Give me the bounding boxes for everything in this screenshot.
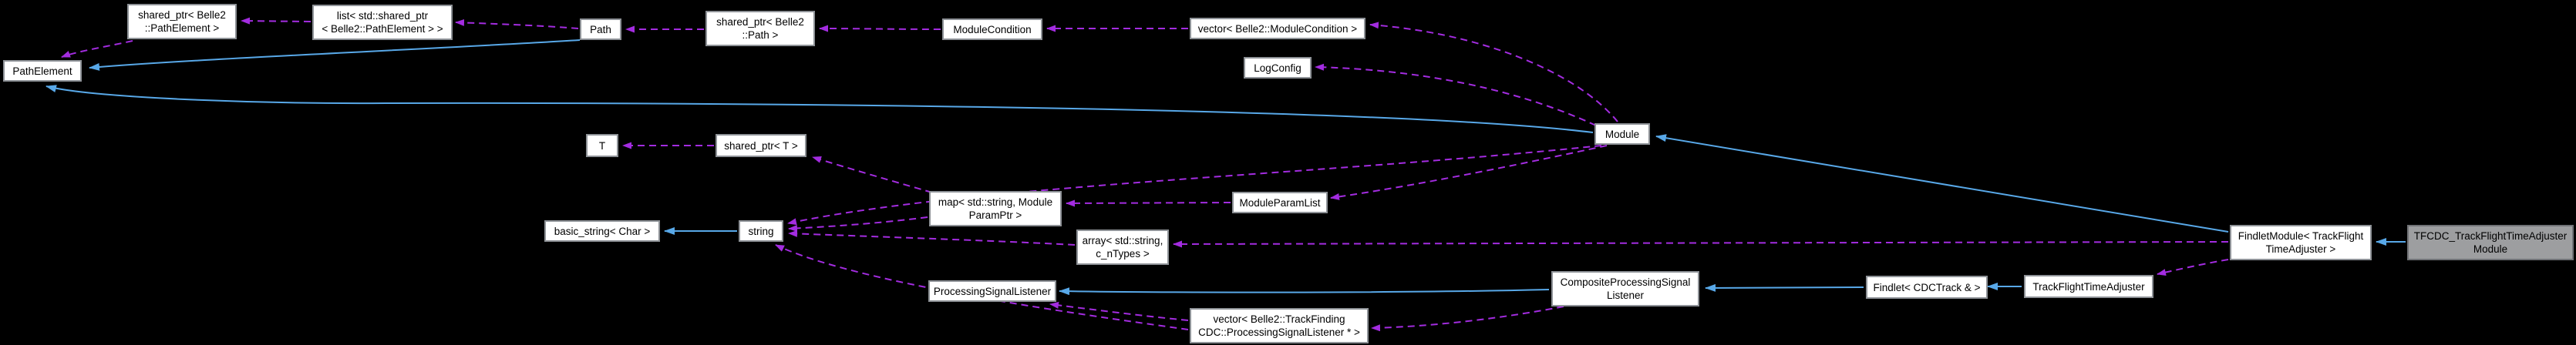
- edge-module-to-string: [787, 145, 1602, 226]
- node-trackflighttimeadjuster[interactable]: TrackFlightTimeAdjuster: [2024, 275, 2153, 298]
- node-processingsignallistener[interactable]: ProcessingSignalListener: [928, 280, 1056, 302]
- node-label: PathElement: [12, 65, 72, 77]
- node-label: vector< Belle2::ModuleCondition >: [1197, 22, 1358, 35]
- node-list-shared-ptr-pathelement[interactable]: list< std::shared_ptr < Belle2::PathElem…: [312, 5, 453, 40]
- node-label: Module: [1605, 128, 1640, 140]
- node-label: TimeAdjuster >: [2265, 243, 2336, 255]
- node-label: ProcessingSignalListener: [933, 285, 1052, 297]
- node-map-moduleparamptr[interactable]: map< std::string, Module ParamPtr >: [929, 191, 1062, 226]
- edge-vectorpsl-to-psl: [1049, 301, 1189, 321]
- edge-map-to-sptrt: [812, 156, 933, 193]
- node-array-cntypes[interactable]: array< std::string, c_nTypes >: [1076, 229, 1169, 265]
- node-label: string: [748, 225, 774, 237]
- node-label: T: [598, 139, 606, 152]
- edge-composite-to-psl: [1059, 287, 1550, 296]
- node-compositeprocessingsignallistener[interactable]: CompositeProcessingSignal Listener: [1551, 271, 1699, 306]
- node-label: basic_string< Char >: [554, 225, 651, 237]
- node-label: FindletModule< TrackFlight: [2238, 230, 2364, 242]
- node-label: ParamPtr >: [968, 209, 1022, 221]
- node-moduleparamlist[interactable]: ModuleParamList: [1232, 192, 1328, 213]
- node-shared-ptr-pathelement[interactable]: shared_ptr< Belle2 ::PathElement >: [127, 4, 237, 39]
- node-label: array< std::string,: [1082, 235, 1163, 246]
- edge-modulecondition-to-sptrpath: [819, 25, 941, 32]
- edge-composite-to-vectorpsl: [1371, 306, 1564, 332]
- node-tfcdc-trackflighttimeadjuster-module: TFCDC_TrackFlightTimeAdjuster Module: [2407, 225, 2574, 260]
- edge-module-to-pathelement: [45, 85, 1594, 133]
- edge-module-to-moduleparamlist: [1330, 145, 1608, 200]
- node-basic-string[interactable]: basic_string< Char >: [544, 220, 660, 242]
- node-findlet-cdctrack[interactable]: Findlet< CDCTrack & >: [1866, 276, 1988, 299]
- node-label: Path: [590, 23, 611, 35]
- node-string[interactable]: string: [739, 220, 783, 242]
- node-module[interactable]: Module: [1594, 123, 1650, 145]
- node-label: map< std::string, Module: [938, 196, 1053, 208]
- node-label: TFCDC_TrackFlightTimeAdjuster: [2413, 230, 2568, 242]
- node-label: ModuleParamList: [1239, 196, 1321, 209]
- node-label: Findlet< CDCTrack & >: [1873, 281, 1981, 293]
- node-label: list< std::shared_ptr: [336, 10, 429, 22]
- edge-findletmodule-to-tfta: [2157, 259, 2229, 276]
- node-template-t[interactable]: T: [586, 134, 618, 157]
- node-label: shared_ptr< Belle2: [138, 9, 226, 21]
- node-path[interactable]: Path: [580, 18, 621, 40]
- node-label: CDC::ProcessingSignalListener * >: [1198, 327, 1360, 338]
- edge-map-to-string: [788, 216, 928, 232]
- node-label: ::Path >: [742, 29, 779, 41]
- edge-module-to-vectormc: [1369, 22, 1618, 122]
- edge-list-to-sptrpathelement: [241, 17, 311, 25]
- node-vector-modulecondition[interactable]: vector< Belle2::ModuleCondition >: [1190, 18, 1365, 39]
- node-label: < Belle2::PathElement > >: [322, 23, 443, 35]
- node-label: ModuleCondition: [953, 23, 1032, 35]
- node-label: shared_ptr< T >: [724, 139, 798, 152]
- node-modulecondition[interactable]: ModuleCondition: [942, 18, 1042, 40]
- node-label: CompositeProcessingSignal: [1560, 276, 1691, 288]
- edge-path-to-pathelement: [89, 39, 581, 71]
- node-findletmodule[interactable]: FindletModule< TrackFlight TimeAdjuster …: [2230, 225, 2372, 260]
- node-label: LogConfig: [1254, 62, 1301, 74]
- edge-findletmodule-to-module: [1655, 134, 2229, 233]
- edge-array-to-string: [788, 229, 1076, 246]
- edge-findlet-to-composite: [1705, 283, 1864, 292]
- node-logconfig[interactable]: LogConfig: [1244, 57, 1312, 79]
- node-shared-ptr-path[interactable]: shared_ptr< Belle2 ::Path >: [705, 11, 815, 46]
- node-shared-ptr-t[interactable]: shared_ptr< T >: [716, 134, 806, 157]
- node-label: shared_ptr< Belle2: [716, 16, 804, 28]
- edge-module-to-logconfig: [1315, 63, 1597, 126]
- node-label: TrackFlightTimeAdjuster: [2032, 280, 2145, 293]
- edge-vectorpsl-to-string: [775, 244, 1189, 330]
- node-vector-processingsignallistener[interactable]: vector< Belle2::TrackFinding CDC::Proces…: [1190, 308, 1369, 343]
- node-label: Module: [2473, 243, 2508, 255]
- node-label: vector< Belle2::TrackFinding: [1213, 313, 1345, 325]
- node-label: ::PathElement >: [144, 22, 220, 34]
- edge-sptrpathelement-to-pathelement: [61, 40, 133, 58]
- edge-findletmodule-to-array: [1173, 240, 2229, 248]
- edge-path-to-list: [455, 18, 579, 29]
- node-pathelement[interactable]: PathElement: [3, 60, 82, 82]
- node-label: Listener: [1606, 290, 1645, 301]
- node-label: c_nTypes >: [1096, 248, 1150, 260]
